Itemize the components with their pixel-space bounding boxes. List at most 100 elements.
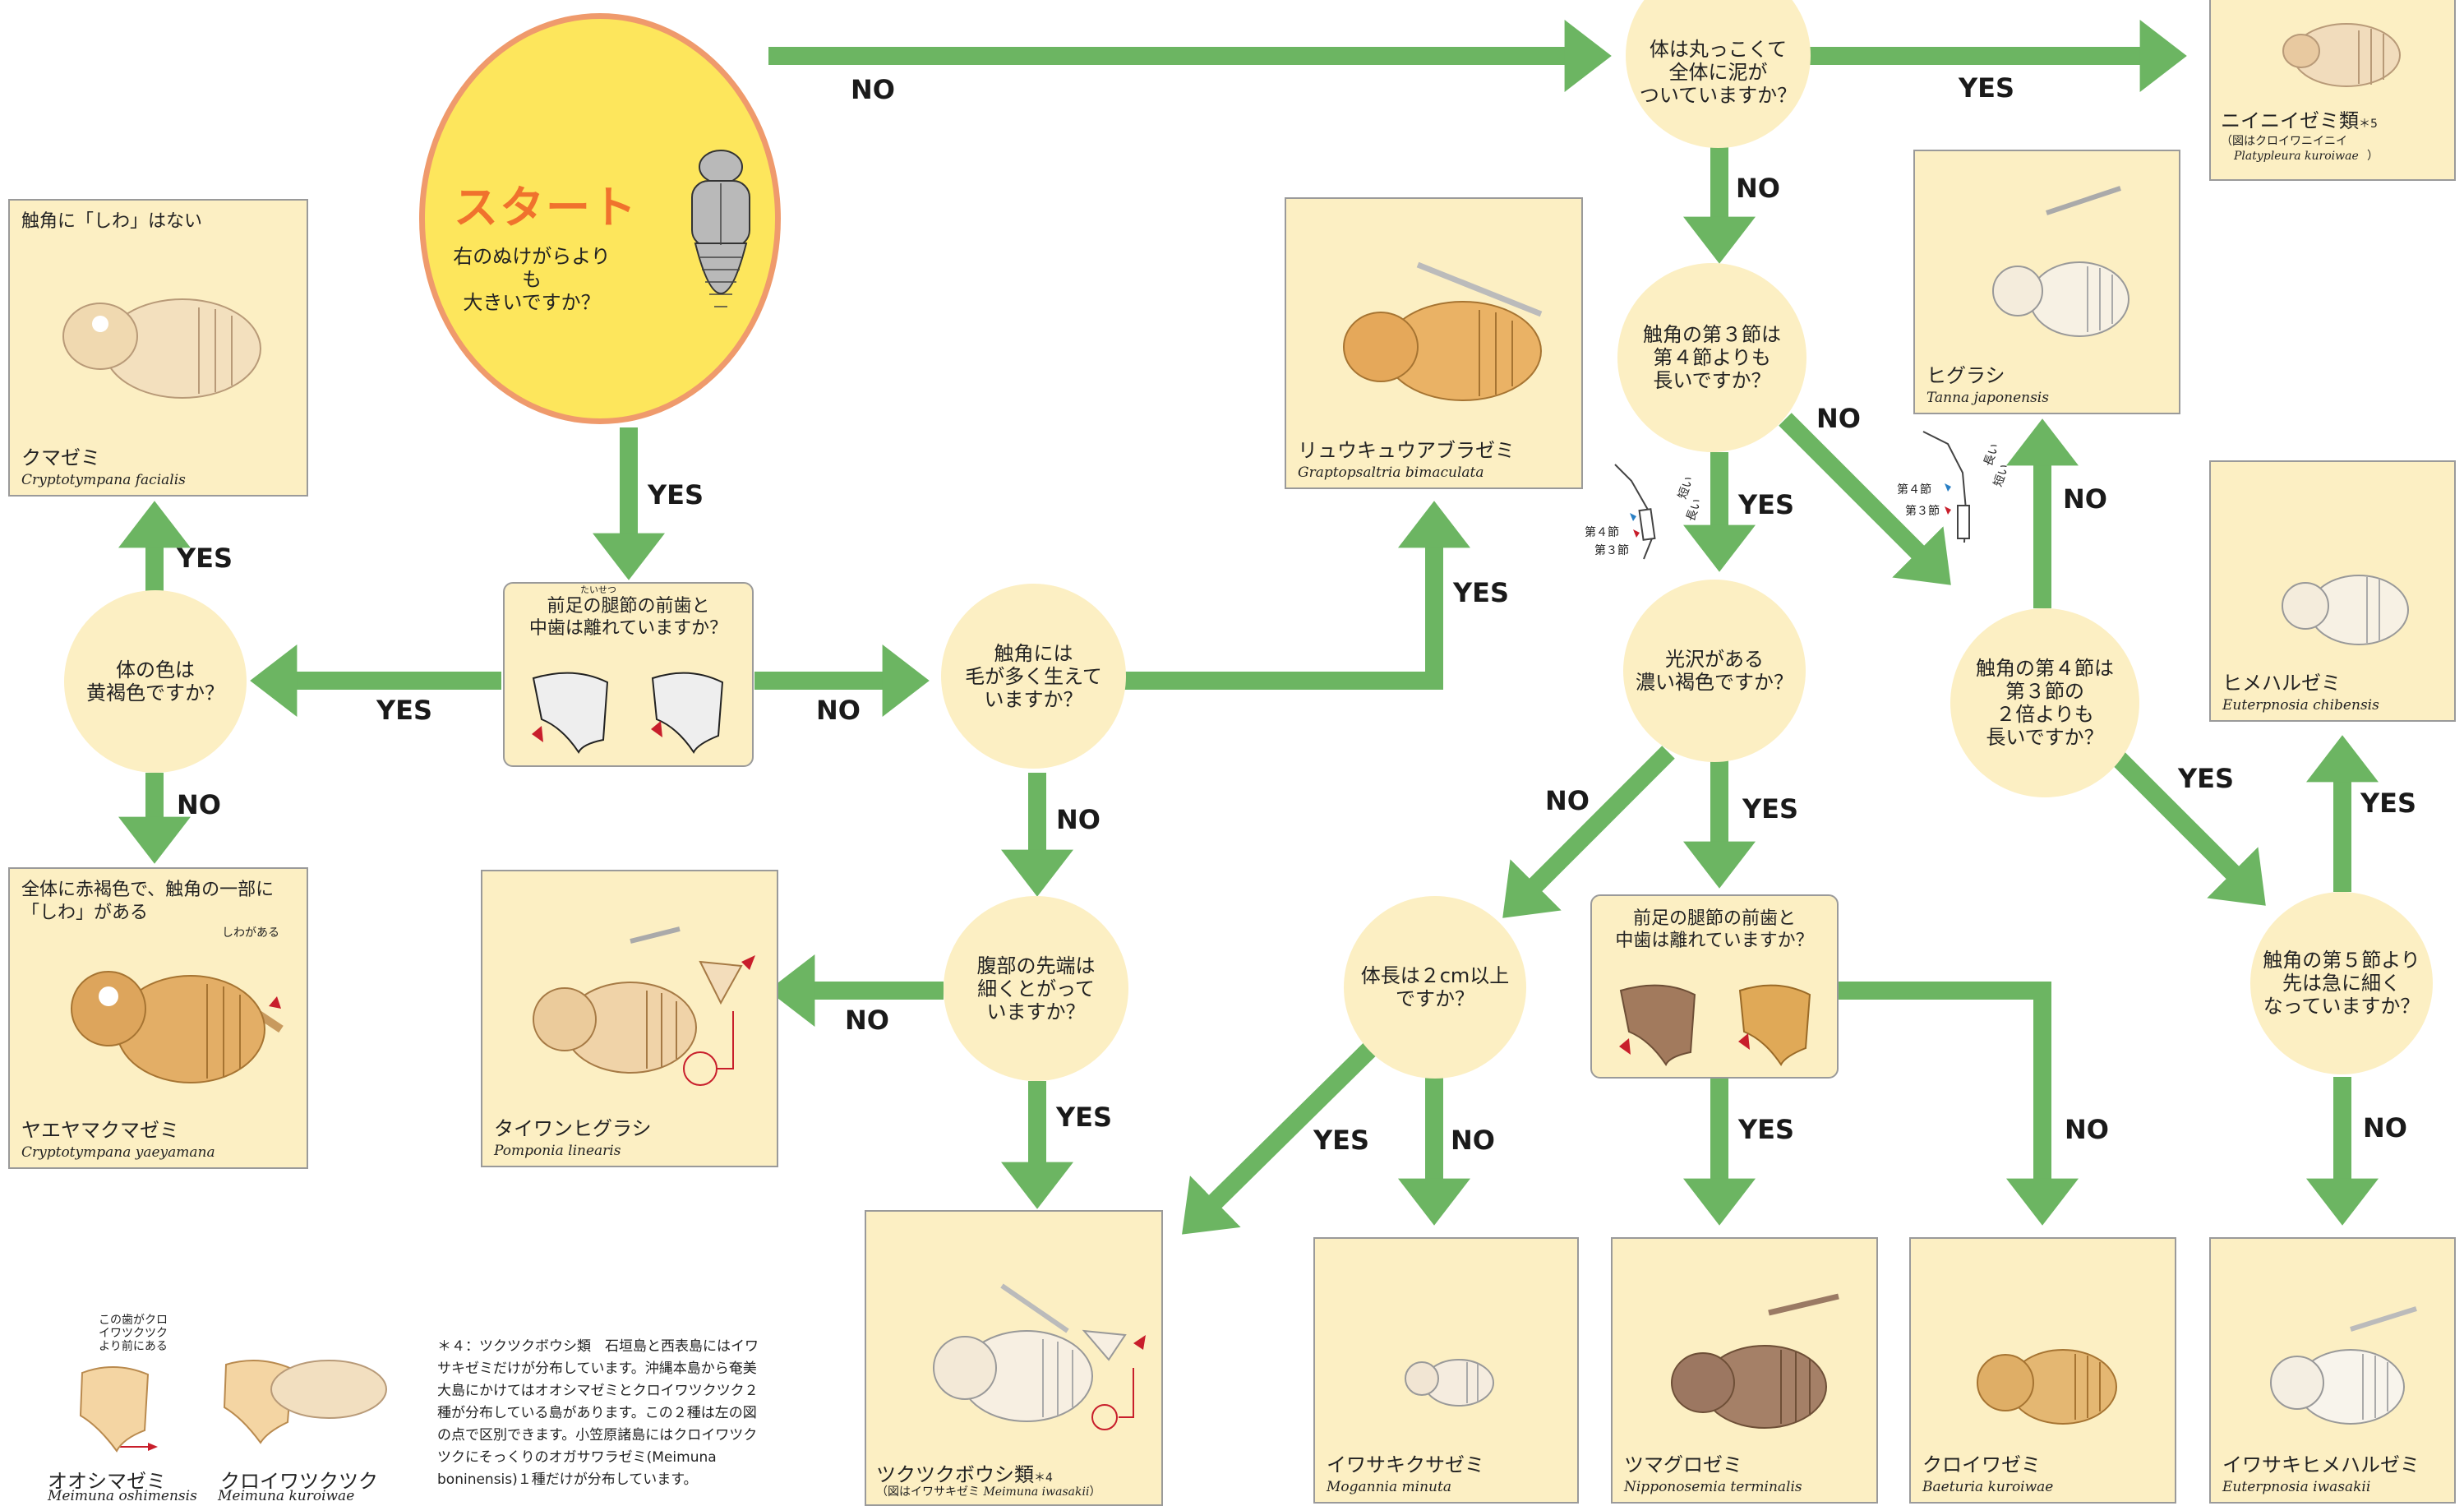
label-yes: YES <box>2360 788 2417 819</box>
question-length: 体長は２cm以上 ですか？ <box>1344 896 1526 1079</box>
antenna-left-seg3: 第３節 <box>1594 544 1629 557</box>
antenna-right-seg3: 第３節 <box>1905 505 1940 518</box>
question-foreleg-b-text: 前足の腿節の前歯と 中歯は離れていますか？ <box>1615 908 1814 951</box>
label-no: NO <box>177 789 221 820</box>
tsumaguro-sci: Nipponosemia terminalis <box>1624 1479 1802 1495</box>
arrow-a4-yes <box>2106 746 2266 906</box>
label-yes: YES <box>648 479 704 510</box>
niinizemi-exuvia-icon <box>2282 23 2401 87</box>
taiwan-name: タイワンヒグラシ <box>494 1117 652 1140</box>
ryukyu-name: リュウキュウアブラゼミ <box>1298 439 1515 462</box>
kuroiwazemi-exuvia-icon <box>1977 1349 2117 1425</box>
question-antenna5: 触角の第５節より 先は急に細く なっていますか？ <box>2250 892 2433 1074</box>
niinizemi-note: （図はクロイワニイニイ <box>2221 135 2347 148</box>
ruby-text: たいせつ <box>580 584 616 595</box>
question-foreleg-b: 前足の腿節の前歯と 中歯は離れていますか？ <box>1590 894 1839 1079</box>
higurashi-name: ヒグラシ <box>1926 364 2005 387</box>
start-title: スタート <box>454 182 638 233</box>
species-card-kuroiwazemi: クロイワゼミ Baeturia kuroiwae <box>1909 1237 2176 1504</box>
yaeyama-exuvia-icon <box>71 971 284 1083</box>
tsumaguro-name: ツマグロゼミ <box>1624 1453 1742 1476</box>
niinizemi-note-end: ） <box>2367 150 2379 163</box>
tsukutsuku-name: ツクツクボウシ類＊4 <box>876 1463 1053 1486</box>
legend-foreleg-icons <box>79 1360 387 1453</box>
yaeyama-name: ヤエヤマクマゼミ <box>21 1119 179 1142</box>
species-card-himeharuzemi: ヒメハルゼミ Euterpnosia chibensis <box>2209 460 2456 722</box>
label-yes: YES <box>177 543 233 574</box>
arrow-fb-no <box>1834 982 2079 1226</box>
tsukutsuku-note: （図はイワサキゼミ Meimuna iwasakii） <box>876 1485 1101 1499</box>
kuroiwazemi-name: クロイワゼミ <box>1922 1453 2041 1476</box>
yaeyama-callout: しわがある <box>222 926 279 940</box>
label-yes: YES <box>1453 577 1510 608</box>
label-no: NO <box>2363 1112 2407 1143</box>
question-abdomen: 腹部の先端は 細くとがって いますか？ <box>944 896 1128 1081</box>
species-card-tsukutsuku: ツクツクボウシ類＊4 （図はイワサキゼミ Meimuna iwasakii） <box>865 1210 1163 1506</box>
niinizemi-sci: Platypleura kuroiwae <box>2234 150 2359 163</box>
higurashi-exuvia-icon <box>1992 186 2129 337</box>
footnote-4: ＊４：ツクツクボウシ類 石垣島と西表島にはイワサキゼミだけが分布しています。沖縄… <box>437 1338 759 1488</box>
iwasakihime-exuvia-icon <box>2270 1306 2417 1425</box>
kumazemi-exuvia-icon <box>62 298 261 399</box>
yaeyama-caption: 全体に赤褐色で、触角の一部に 「しわ」がある <box>21 880 275 923</box>
question-length-text: 体長は２cm以上 ですか？ <box>1360 964 1510 1010</box>
question-antenna4: 触角の第４節は 第３節の ２倍よりも 長いですか？ <box>1950 608 2139 797</box>
question-antenna3-text: 触角の第３節は 第４節よりも 長いですか？ <box>1643 323 1781 392</box>
iwasakikusa-sci: Mogannia minuta <box>1327 1479 1451 1495</box>
question-color-text: 体の色は 黄褐色ですか？ <box>86 658 224 704</box>
arrow-a3-no <box>1779 413 1951 585</box>
label-no: NO <box>2065 1114 2109 1145</box>
label-no: NO <box>1545 785 1590 816</box>
species-card-ryukyu: リュウキュウアブラゼミ Graptopsaltria bimaculata <box>1285 197 1583 489</box>
legend-callout: この歯がクロ イワツクツク より前にある <box>99 1314 168 1353</box>
label-no: NO <box>2063 483 2107 515</box>
label-yes: YES <box>1313 1125 1370 1156</box>
antenna-diagram-left-icon <box>1614 464 1656 560</box>
kumazemi-sci: Cryptotympana facialis <box>21 472 186 488</box>
ryukyu-exuvia-icon <box>1343 261 1543 401</box>
species-card-taiwan: タイワンヒグラシ Pomponia linearis <box>481 870 778 1167</box>
himeharuzemi-exuvia-icon <box>2282 575 2409 645</box>
taiwan-exuvia-icon <box>533 926 755 1086</box>
niinizemi-name: ニイニイゼミ類＊5 <box>2221 109 2378 132</box>
yaeyama-sci: Cryptotympana yaeyamana <box>21 1144 215 1161</box>
label-yes: YES <box>1056 1102 1113 1133</box>
exuvia-outline-icon <box>691 150 750 307</box>
ryukyu-sci: Graptopsaltria bimaculata <box>1298 464 1484 481</box>
legend-kuroiwatsuku-sci: Meimuna kuroiwae <box>218 1488 355 1504</box>
species-card-niinizemi: ニイニイゼミ類＊5 （図はクロイワニイニイ Platypleura kuroiw… <box>2209 0 2456 181</box>
label-yes: YES <box>2178 763 2235 794</box>
legend-kuroiwatsuku-name: クロイワツクツク <box>220 1470 378 1493</box>
legend-oshima-sci: Meimuna oshimensis <box>48 1488 197 1504</box>
tsukutsuku-exuvia-icon <box>933 1283 1146 1430</box>
taiwan-sci: Pomponia linearis <box>494 1143 621 1159</box>
iwasakihime-name: イワサキヒメハルゼミ <box>2222 1453 2420 1476</box>
label-no: NO <box>1736 173 1780 204</box>
tsumaguro-exuvia-icon <box>1671 1293 1839 1429</box>
label-yes: YES <box>1959 72 2015 104</box>
species-card-iwasakikusa: イワサキクサゼミ Mogannia minuta <box>1313 1237 1579 1504</box>
antenna-diagram-right-icon <box>1922 431 1970 543</box>
label-yes: YES <box>1738 1114 1795 1145</box>
label-no: NO <box>851 74 895 105</box>
label-no: NO <box>816 695 861 726</box>
himeharuzemi-name: ヒメハルゼミ <box>2222 672 2341 695</box>
question-round-body-text: 体は丸っこくて 全体に泥が ついていますか？ <box>1639 37 1797 107</box>
iwasakikusa-exuvia-icon <box>1405 1359 1494 1407</box>
question-gloss: 光沢がある 濃い褐色ですか？ <box>1623 580 1806 762</box>
question-color: 体の色は 黄褐色ですか？ <box>64 590 247 773</box>
species-card-higurashi: ヒグラシ Tanna japonensis <box>1913 150 2180 414</box>
kuroiwazemi-sci: Baeturia kuroiwae <box>1922 1479 2054 1495</box>
himeharuzemi-sci: Euterpnosia chibensis <box>2222 697 2379 714</box>
iwasakikusa-name: イワサキクサゼミ <box>1327 1453 1484 1476</box>
start-question: 右のぬけがらよりも 大きいですか？ <box>453 245 611 314</box>
label-no: NO <box>1056 804 1100 835</box>
question-foreleg-a: たいせつ 前足の腿節の前歯と 中歯は離れていますか？ <box>503 582 754 767</box>
species-card-tsumaguro: ツマグロゼミ Nipponosemia terminalis <box>1611 1237 1878 1504</box>
start-node: スタート 右のぬけがらよりも 大きいですか？ <box>419 13 781 424</box>
label-yes: YES <box>1738 489 1795 520</box>
antenna-right-seg4: 第４節 <box>1897 483 1931 497</box>
antenna-left-seg4: 第４節 <box>1585 526 1619 539</box>
arrow-len-yes <box>1182 1042 1377 1235</box>
